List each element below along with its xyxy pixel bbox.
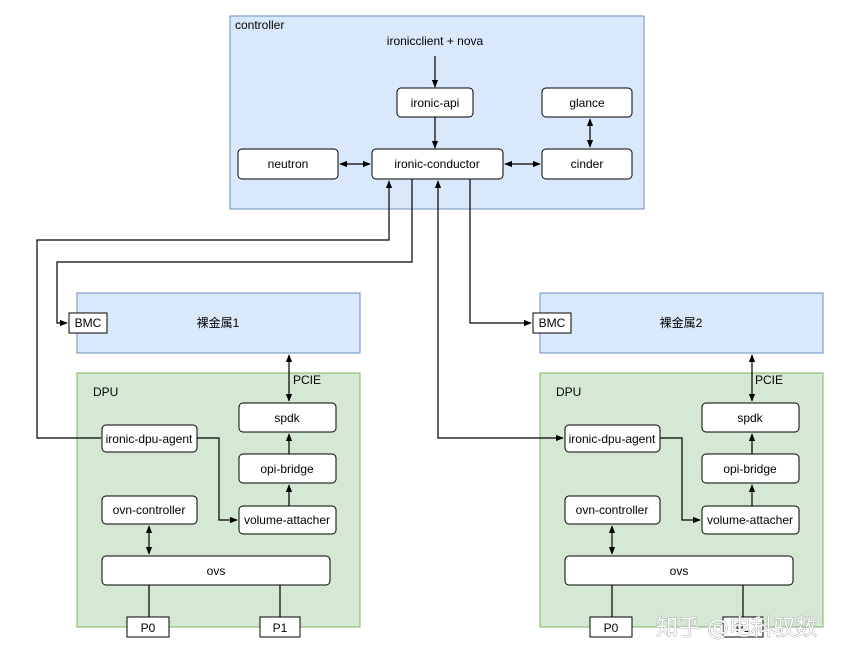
dpu2-ovn-node: ovn-controller (564, 495, 661, 525)
dpu1-agent-label: ironic-dpu-agent (106, 432, 193, 446)
metal1-bmc-label: BMC (75, 316, 102, 330)
watermark-text: 知乎 @电科驭数 (656, 616, 817, 641)
dpu1-ovs-node: ovs (101, 555, 331, 586)
neutron-node: neutron (237, 148, 339, 180)
neutron-label: neutron (268, 157, 309, 171)
dpu2-p0-label: P0 (604, 621, 619, 635)
glance-node: glance (541, 87, 633, 118)
dpu2-attacher-node: volume-attacher (701, 505, 800, 535)
ironic-conductor-label: ironic-conductor (394, 157, 479, 171)
dpu1-ovn-node: ovn-controller (101, 495, 198, 525)
edge-conductor-bmc1 (56, 179, 413, 327)
dpu2-title: DPU (556, 385, 581, 399)
client-label: ironicclient + nova (387, 34, 484, 48)
dpu2-pcie-label: PCIE (755, 373, 783, 387)
dpu1-p1-node: P1 (259, 616, 301, 638)
ironic-api-node: ironic-api (396, 87, 474, 118)
edge-agent1-conductor (36, 180, 393, 439)
metal2-title: 裸金属2 (660, 315, 703, 330)
dpu2-agent-label: ironic-dpu-agent (569, 432, 656, 446)
dpu2-p0-node: P0 (589, 616, 633, 638)
dpu1-ovn-label: ovn-controller (113, 503, 186, 517)
dpu1-opi-label: opi-bridge (260, 462, 314, 476)
ironic-api-label: ironic-api (411, 96, 460, 110)
edge-dpu2-agent-attacher (660, 437, 701, 524)
dpu1-spdk-node: spdk (238, 402, 337, 433)
dpu2-ovs-node: ovs (564, 555, 794, 586)
dpu1-spdk-label: spdk (274, 411, 300, 425)
cinder-node: cinder (541, 148, 633, 180)
dpu2-spdk-node: spdk (701, 402, 800, 433)
metal2-bmc-label: BMC (539, 316, 566, 330)
edge-agent2-conductor (434, 180, 564, 442)
dpu2-ovs-label: ovs (670, 564, 689, 578)
edge-dpu1-agent-attacher (197, 437, 238, 524)
dpu2-agent-node: ironic-dpu-agent (564, 424, 661, 453)
dpu2-opi-node: opi-bridge (701, 453, 800, 484)
dpu2-opi-label: opi-bridge (723, 462, 777, 476)
cinder-label: cinder (571, 157, 604, 171)
dpu1-attacher-node: volume-attacher (238, 505, 337, 535)
metal1-title: 裸金属1 (197, 315, 240, 330)
dpu2-p1-label: P1 (736, 621, 751, 635)
dpu1-attacher-label: volume-attacher (244, 513, 330, 527)
dpu1-ovs-label: ovs (207, 564, 226, 578)
metal2-group (539, 292, 824, 354)
metal2-bmc-node: BMC (532, 312, 572, 334)
metal1-bmc-node: BMC (68, 312, 108, 334)
dpu1-pcie-label: PCIE (293, 373, 321, 387)
dpu1-title: DPU (93, 385, 118, 399)
dpu2-spdk-label: spdk (737, 411, 763, 425)
dpu1-p1-label: P1 (273, 621, 288, 635)
metal1-group (76, 292, 361, 354)
dpu2-ovn-label: ovn-controller (576, 503, 649, 517)
dpu1-agent-node: ironic-dpu-agent (101, 424, 198, 453)
dpu1-p0-label: P0 (141, 621, 156, 635)
dpu1-p0-node: P0 (126, 616, 170, 638)
ironic-conductor-node: ironic-conductor (371, 148, 504, 180)
glance-label: glance (569, 96, 605, 110)
dpu2-attacher-label: volume-attacher (707, 513, 793, 527)
controller-title: controller (235, 18, 284, 32)
dpu2-p1-node: P1 (722, 616, 764, 638)
dpu1-opi-node: opi-bridge (238, 453, 337, 484)
